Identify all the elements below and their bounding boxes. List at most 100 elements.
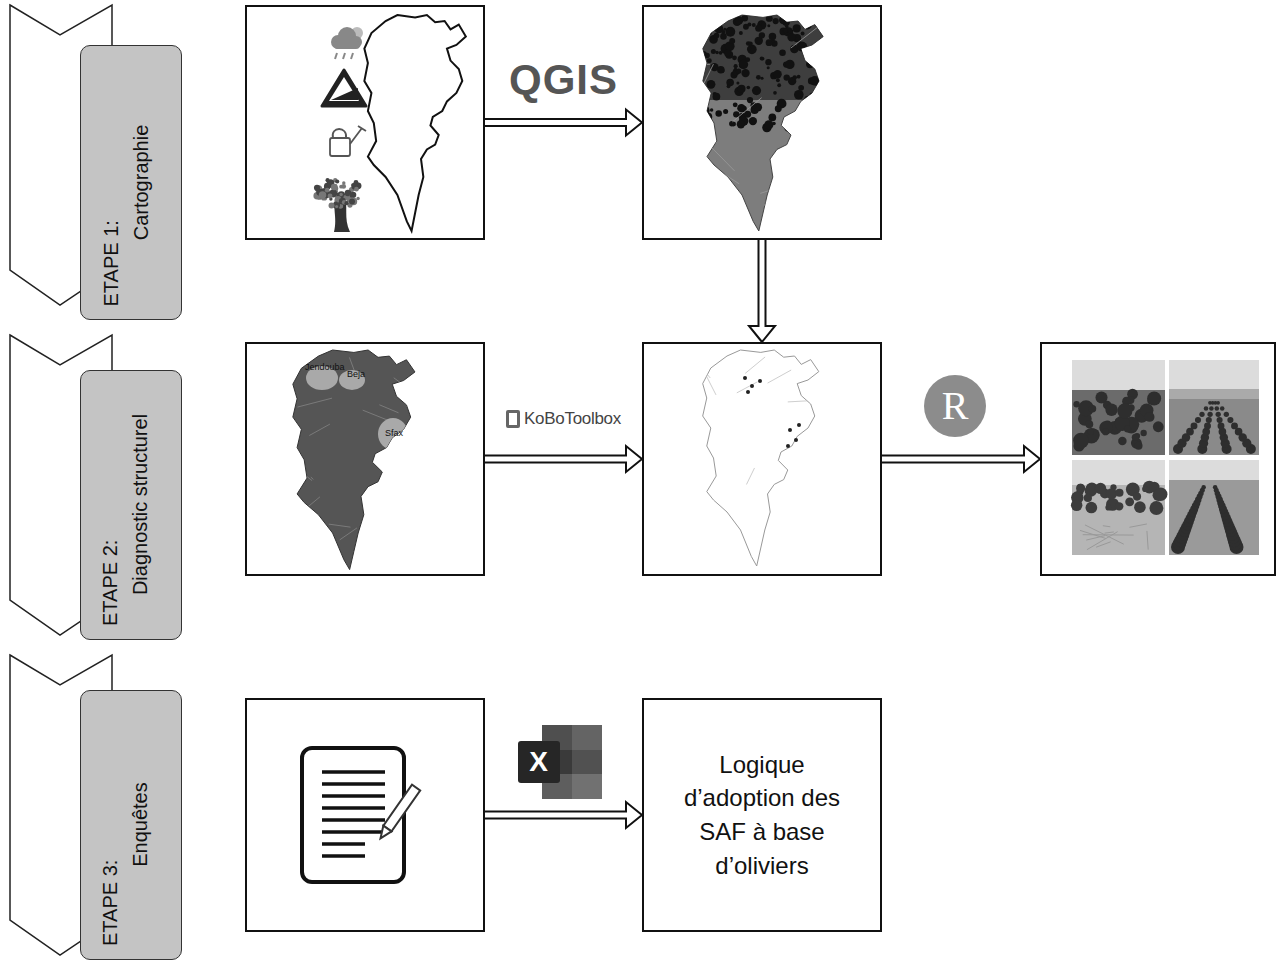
olive-tree [1195,417,1201,423]
step-number: ETAPE 1: [95,58,125,306]
suitable-patch [714,33,720,39]
suitable-patch [836,25,842,31]
governorate-border [828,424,840,427]
suitable-patch [808,15,814,21]
leaf-cluster [341,184,346,189]
suitable-patch [695,107,705,117]
survey-point [746,390,750,394]
governorate-border [788,400,817,402]
suitable-patch [785,122,793,130]
olive-tree [1216,401,1220,405]
district-border [764,184,774,205]
document-icon [302,748,420,882]
photo-ground [1169,480,1259,555]
governorate-border [363,410,390,421]
olive-tree [1073,433,1089,449]
grass-texture [1103,526,1110,527]
hollow-arrow [749,240,775,342]
region-overlay [284,357,437,539]
sign-face [329,77,359,101]
kobo-logo-text: KoBoToolbox [524,409,621,429]
olive-tree [1132,434,1139,441]
olive-tree [1134,501,1146,513]
suitable-patch [736,81,739,84]
photo-ground [1072,485,1165,555]
sheet-tile [572,725,602,799]
suitable-patch [827,95,837,105]
district-border [711,147,735,171]
olive-tree [1089,405,1097,413]
suitable-patch [696,63,704,71]
suitable-patch [792,75,797,80]
olive-tree [1115,489,1123,497]
district-border [689,64,710,65]
governorate-border [311,477,314,479]
governorate-border [394,378,413,392]
arrow-shaft-inner [485,813,628,818]
step-title: Diagnostic structurel [125,383,155,626]
suitable-patch [797,75,801,79]
suitable-patch [832,113,836,117]
step-banner: ETAPE 3:Enquêtes [80,690,182,960]
suitability-overlay [689,14,866,233]
governorate-border [823,396,849,409]
olive-tree [1106,488,1117,499]
stage-box: Logique d’adoption des SAF à base d’oliv… [642,698,882,932]
suitable-patch [810,104,816,110]
governorate-border [705,373,716,395]
pencil-tip [376,826,391,842]
step-title: Cartographie [125,58,155,306]
olive-tree [1099,421,1112,434]
suitable-patch [729,38,735,44]
document-line [322,842,365,846]
olive-tree [1105,505,1111,511]
hollow-arrow [485,446,642,472]
suitable-patch [804,96,812,104]
suitable-patch [775,105,782,112]
olive-tree [1102,429,1109,436]
olive-tree [1204,422,1211,429]
district-border [837,93,850,113]
suitable-patch [739,60,748,69]
dark-zone [700,15,840,100]
survey-point [758,379,762,383]
suitable-patch [797,14,802,19]
suitable-patch [784,122,794,132]
step-number: ETAPE 2: [95,383,125,626]
leaf-cluster [325,188,330,193]
suitable-patch [823,39,827,43]
photo-ground [1072,390,1165,455]
suitable-patch [821,83,825,87]
suitable-patch [794,90,804,100]
suitable-patch [794,112,800,118]
leaf-cluster [331,184,337,190]
grass-texture [1129,524,1146,527]
pencil-body [383,785,420,832]
hollow-arrow [485,110,642,136]
governorate-border [303,497,320,511]
pencil-icon [376,785,420,842]
leaf-cluster [342,181,345,184]
leaf-cluster [350,192,355,197]
document-line [322,806,385,810]
olive-tree [1086,502,1098,514]
suitable-patch [755,25,762,32]
governorate-border [284,459,312,481]
field-photo [1169,360,1259,455]
suitable-patch [784,74,790,80]
suitable-patch [825,62,834,71]
arrow-head [749,326,775,342]
governorate-border [379,405,398,413]
survey-point [743,376,747,380]
suitable-patch [724,50,731,57]
result-text: Logique d’adoption des SAF à base d’oliv… [667,748,857,882]
field-photo [1169,460,1259,555]
suitable-patch [733,102,738,107]
suitable-patch [732,55,737,60]
district-border [702,64,714,88]
r-logo-text: R [942,386,969,426]
olive-tree [1071,500,1082,511]
governorate-border [745,357,765,373]
